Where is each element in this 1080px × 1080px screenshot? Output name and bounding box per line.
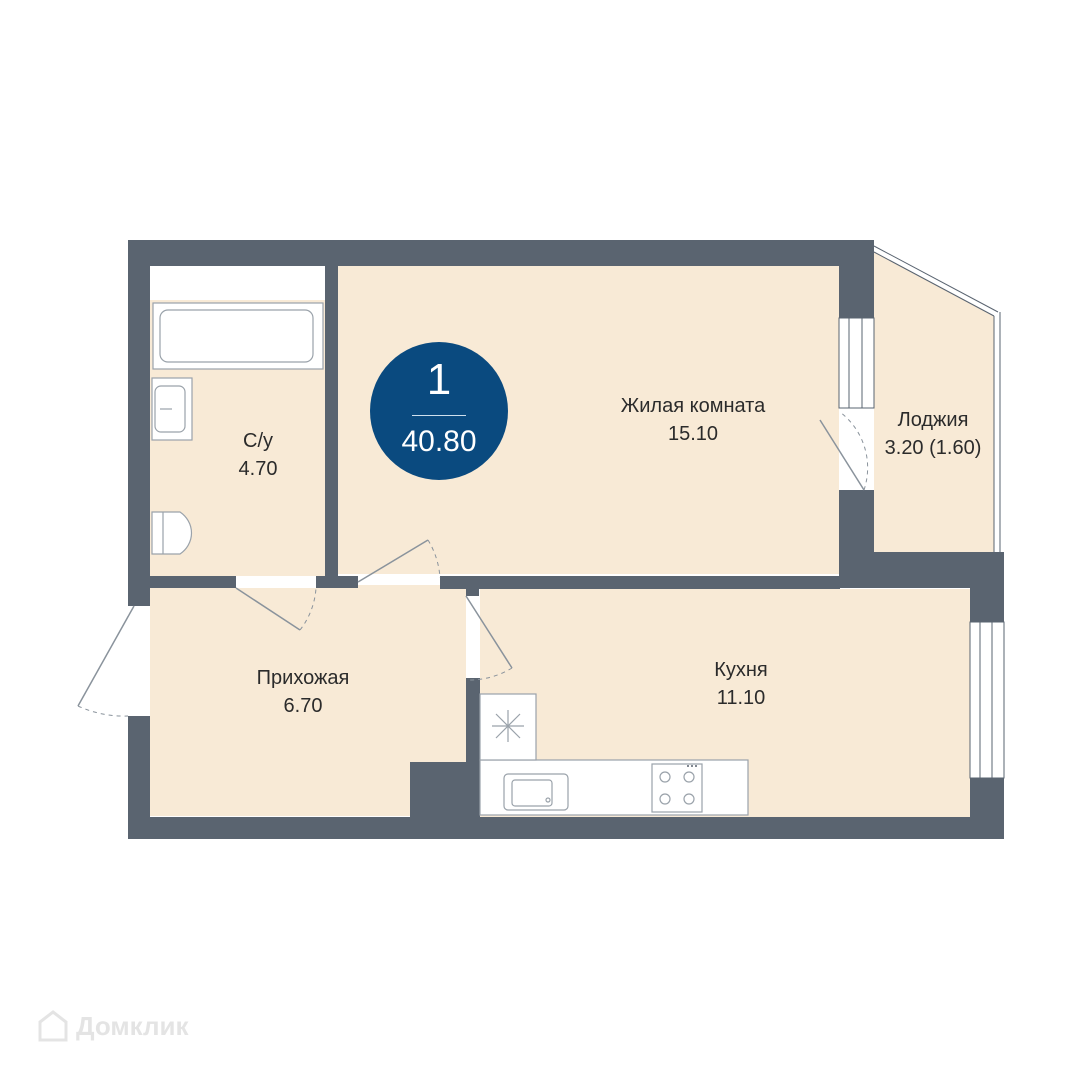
door-living: [357, 539, 429, 583]
door-entrance: [77, 605, 135, 707]
wall-hall-kitchen-post: [466, 588, 479, 596]
wall-living-right-top: [839, 266, 874, 318]
wall-bath-bottom-left: [150, 576, 236, 588]
stove: [651, 763, 703, 813]
window-living: [838, 317, 875, 409]
bathroom-label: С/у 4.70: [239, 427, 278, 483]
watermark: Домклик: [38, 1010, 188, 1042]
door-loggia: [819, 419, 865, 491]
hallway-label: Прихожая 6.70: [257, 664, 350, 720]
wall-right-lower: [970, 778, 1004, 839]
loggia-glazing-top: [873, 245, 999, 313]
doors: [77, 411, 869, 717]
bathroom-name: С/у: [243, 430, 273, 452]
wall-left-upper: [128, 240, 150, 606]
kitchen-name: Кухня: [714, 659, 768, 681]
watermark-text: Домклик: [76, 1010, 189, 1041]
loggia-floor[interactable]: [874, 252, 994, 552]
apartment-badge: 1 40.80: [370, 342, 508, 480]
living-room-label: Жилая комната 15.10: [621, 392, 765, 448]
wall-bath-bottom-right: [316, 576, 358, 588]
kitchen-area: 11.10: [716, 687, 766, 709]
house-icon: [38, 1010, 68, 1042]
loggia-label: Лоджия 3.20 (1.60): [885, 406, 982, 462]
loggia-area: 3.20 (1.60): [884, 437, 982, 459]
wall-right-lower-edge: [970, 552, 1004, 622]
wall-bath-living: [325, 266, 338, 584]
fridge-icon: [492, 710, 524, 742]
hallway-area: 6.70: [283, 695, 323, 717]
toilet: [151, 511, 193, 555]
loggia-name: Лоджия: [897, 409, 969, 431]
kitchen-label: Кухня 11.10: [714, 656, 768, 712]
bathroom-area: 4.70: [238, 458, 278, 480]
wall-bottom: [128, 817, 1004, 839]
badge-divider: [412, 415, 466, 416]
rooms-count: 1: [426, 355, 452, 404]
wall-living-right-bottom: [839, 490, 874, 588]
living-room-area: 15.10: [667, 423, 719, 445]
window-kitchen: [969, 621, 1005, 779]
wall-top: [128, 240, 874, 266]
wall-left-lower: [128, 716, 150, 839]
door-bathroom: [235, 587, 301, 631]
windows: [838, 245, 1005, 779]
total-area: 40.80: [401, 425, 477, 458]
hallway-name: Прихожая: [256, 667, 350, 689]
walls: [128, 240, 1004, 839]
wall-hallway-column: [410, 762, 466, 818]
door-kitchen: [465, 595, 513, 669]
living-room-name: Жилая комната: [620, 395, 766, 417]
hallway-doorway-floor: [326, 585, 466, 595]
wall-living-kitchen: [440, 576, 840, 589]
wall-hall-kitchen: [466, 678, 480, 818]
fixtures: [151, 302, 749, 816]
